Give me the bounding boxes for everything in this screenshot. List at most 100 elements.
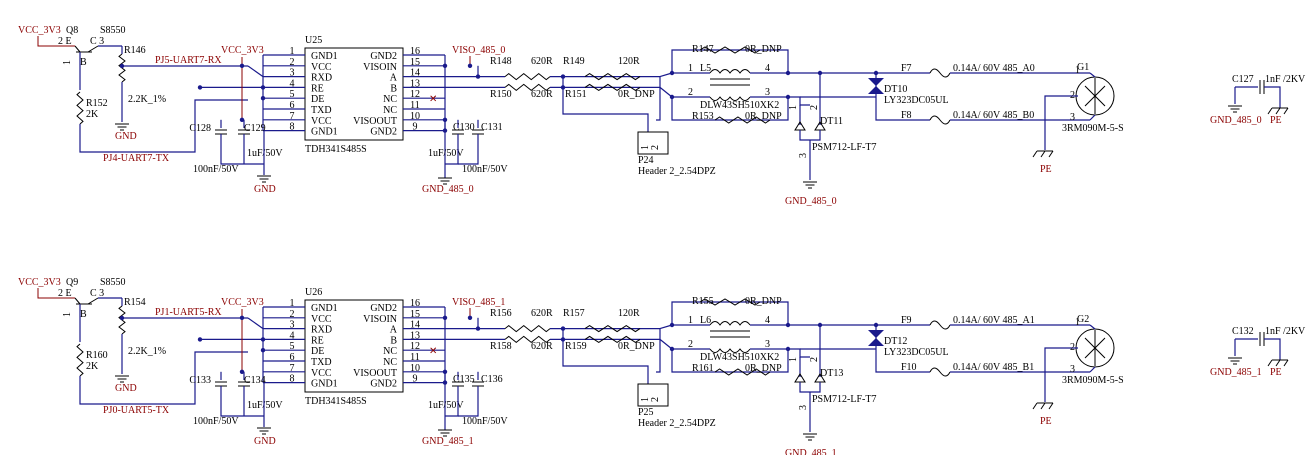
net-tx-label: PJ4-UART7-TX <box>103 153 170 164</box>
chip-left-pin-name: RXD <box>311 73 332 84</box>
transistor-pin-c: C 3 <box>90 36 104 47</box>
resistor-r-a-ref: R156 <box>490 308 512 319</box>
chip-part: TDH341S485S <box>305 144 367 155</box>
protection-module-icon <box>1075 76 1115 116</box>
wire <box>220 134 264 165</box>
choke-winding <box>709 348 751 353</box>
earth-pe-icon <box>1267 107 1289 115</box>
choke-pin-3: 3 <box>765 87 770 98</box>
ground-label-chip: GND <box>254 184 276 195</box>
chip-right-pin-number: 15 <box>410 309 420 320</box>
tvs-array-pin-1: 1 <box>788 105 799 110</box>
junction-dot <box>560 326 566 331</box>
chip-right-pin-name: A <box>390 325 398 336</box>
resistor-r-top-value: 2.2K_1% <box>128 94 166 105</box>
tvs-ref: DT10 <box>884 84 907 95</box>
fuse-b-value: 0.14A/ 60V 485_B0 <box>953 110 1034 121</box>
resistor-r-top-ref: R146 <box>124 45 146 56</box>
junction-dot <box>239 369 245 374</box>
conn-pin-1: 1 <box>1075 65 1080 76</box>
tvs-array-ref: DT13 <box>820 368 843 379</box>
transistor-ref: Q9 <box>66 277 78 288</box>
transistor-pin-1: 1 <box>62 312 73 317</box>
resistor-r-base-ref: R160 <box>86 350 108 361</box>
transistor-pin-c: C 3 <box>90 288 104 299</box>
bidirectional-tvs-icon <box>868 73 884 97</box>
conn-pin-3: 3 <box>1070 364 1075 375</box>
common-mode-choke-icon <box>672 69 788 101</box>
capacitor-c-b-value: 1uF/50V <box>247 400 283 411</box>
chip-left-pin-number: 2 <box>290 57 295 68</box>
transistor-pin-e: 2 E <box>58 288 72 299</box>
resistor-r-a-ref: R148 <box>490 56 512 67</box>
tvs-triangle <box>868 330 884 338</box>
chip-right-pin-number: 14 <box>410 68 420 79</box>
wire <box>220 386 264 417</box>
chip-left-pin-name: VCC <box>311 62 332 73</box>
chip-right-pin-name: VISOOUT <box>353 116 397 127</box>
ground-label-transistor: GND <box>115 383 137 394</box>
isolated-rs485-transceiver <box>304 299 404 393</box>
tvs-ref: DT12 <box>884 336 907 347</box>
capacitor-c-c-value: 1uF/50V <box>428 400 464 411</box>
chip-right-pin-number: 11 <box>410 100 420 111</box>
wire <box>1089 324 1096 330</box>
vcc-label-transistor: VCC_3V3 <box>18 25 61 36</box>
wire <box>656 328 661 373</box>
pe-hatch <box>1040 150 1046 158</box>
ground-label-chip: GND <box>254 436 276 447</box>
resistor-r-base <box>76 91 84 125</box>
resistor-r-c <box>504 83 551 92</box>
conn-pin-1: 1 <box>1075 317 1080 328</box>
junction-dot <box>239 63 245 68</box>
net-tx-wire <box>79 351 248 405</box>
choke-pin-4: 4 <box>765 63 770 74</box>
pe-hatch <box>1283 359 1289 367</box>
ground-label-iso: GND_485_0 <box>422 184 474 195</box>
choke-ref: L6 <box>700 315 711 326</box>
header-part: Header 2_2.54DPZ <box>638 166 716 177</box>
conn-pin-2: 2 <box>1070 90 1075 101</box>
resistor-r-b-value: 120R <box>618 56 640 67</box>
resistor-r-b-ref: R157 <box>563 308 585 319</box>
chip-left-pin-name: VCC <box>311 116 332 127</box>
tvs-array-pin-2: 2 <box>809 357 820 362</box>
ground-icon <box>438 177 452 185</box>
junction-dot <box>442 369 448 374</box>
chip-left-pin-number: 4 <box>290 78 295 89</box>
bypass-lower <box>671 349 789 373</box>
pe-hatch <box>1048 150 1054 158</box>
chip-left-pin-number: 5 <box>290 89 295 100</box>
chip-right-pin-number: 10 <box>410 111 420 122</box>
chip-left-pin-number: 1 <box>290 298 295 309</box>
chip-right-pin-name: NC <box>383 105 397 116</box>
resistor-r-b <box>584 325 641 333</box>
ground-label-tvs: GND_485_1 <box>785 448 837 455</box>
capacitor-c-a-ref: C133 <box>189 375 211 386</box>
fuse-curve <box>929 367 951 377</box>
header-ref: P25 <box>638 407 654 418</box>
wire <box>1264 338 1281 360</box>
transistor-pin-b: B <box>80 309 87 320</box>
transistor-pin-e: 2 E <box>58 36 72 47</box>
capacitor-pe-symbol <box>1234 80 1281 108</box>
capacitor-pe-gnd-label: GND_485_1 <box>1210 367 1262 378</box>
chip-right-pin-name: NC <box>383 346 397 357</box>
pe-label: PE <box>1040 416 1052 427</box>
chip-left-pin-name: GND1 <box>311 127 338 138</box>
resistor-r-b-value: 120R <box>618 308 640 319</box>
tvs-array-ref: DT11 <box>820 116 843 127</box>
fuse-a-value: 0.14A/ 60V 485_A1 <box>953 315 1035 326</box>
bidirectional-tvs-icon <box>868 325 884 349</box>
transistor-lead <box>74 297 81 305</box>
capacitor-c-c-ref: C130 <box>453 122 475 133</box>
chip-left-pin-number: 5 <box>290 341 295 352</box>
wire <box>458 134 479 165</box>
chip-left-pin-number: 6 <box>290 352 295 363</box>
resistor-r-a <box>504 324 551 333</box>
pe-hatch <box>1283 107 1289 115</box>
capacitor-c-a <box>215 381 227 387</box>
fuse-b-value: 0.14A/ 60V 485_B1 <box>953 362 1034 373</box>
wire <box>659 338 673 350</box>
chip-right-pin-number: 15 <box>410 57 420 68</box>
